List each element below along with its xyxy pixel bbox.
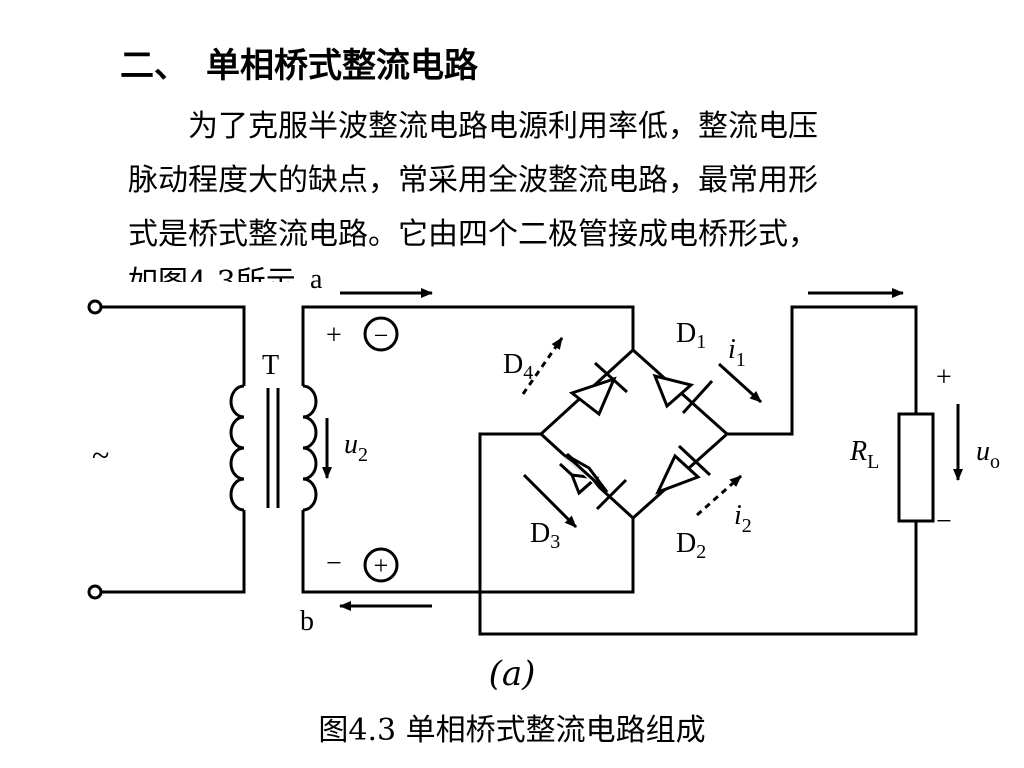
- diode-d4-label: D4: [503, 349, 533, 384]
- primary-lead-top: [101, 305, 246, 386]
- diagram-subcaption: (a): [488, 654, 536, 694]
- output-voltage-label: uo: [976, 436, 1000, 473]
- diode-d1-label: D1: [676, 318, 706, 353]
- transformer-label: T: [262, 350, 279, 381]
- diode-d3-label: D3: [530, 518, 560, 553]
- ac-source-symbol: ~: [92, 437, 109, 473]
- intro-paragraph: 为了克服半波整流电路电源利用率低，整流电压 脉动程度大的缺点，常采用全波整流电路…: [128, 100, 948, 262]
- current-arrow-i2: [696, 474, 742, 517]
- top-polarity-circled-sign: −: [374, 321, 389, 350]
- figure-caption: 图4.3 单相桥式整流电路组成: [318, 713, 706, 748]
- output-minus-sign: −: [936, 506, 952, 537]
- secondary-lead-b: [301, 510, 635, 594]
- output-positive-wire: [727, 305, 918, 436]
- primary-winding: [229, 384, 245, 512]
- current-arrow-d3: [522, 473, 578, 529]
- diode-d4: [568, 361, 629, 417]
- node-a-label: a: [310, 264, 323, 295]
- paragraph-line: 式是桥式整流电路。它由四个二极管接成电桥形式，: [128, 217, 818, 252]
- load-resistor: [897, 412, 935, 523]
- bottom-polarity-sign: −: [326, 548, 342, 579]
- current-i2-label: i2: [734, 500, 752, 537]
- secondary-lead-a: [301, 305, 635, 386]
- load-resistor-label: RL: [849, 436, 879, 473]
- u2-label: u2: [344, 429, 368, 466]
- bottom-polarity-circled-sign: +: [374, 551, 389, 580]
- section-title: 单相桥式整流电路: [206, 46, 478, 86]
- diode-d1: [652, 373, 714, 415]
- primary-lead-bottom: [101, 510, 246, 594]
- diode-d3: [558, 452, 628, 511]
- node-b-label: b: [300, 606, 314, 637]
- current-i1-label: i1: [728, 334, 746, 371]
- diode-d2: [655, 444, 712, 495]
- section-number: 二、: [120, 46, 188, 86]
- input-terminal-bottom: [87, 584, 103, 600]
- section-heading: 二、单相桥式整流电路: [120, 38, 478, 87]
- polarity-circle-top: [363, 316, 399, 352]
- polarity-circle-bottom: [363, 547, 399, 583]
- paragraph-line: 脉动程度大的缺点，常采用全波整流电路，最常用形: [128, 163, 818, 198]
- ground-return-wire: [478, 432, 918, 636]
- paragraph-line: 为了克服半波整流电路电源利用率低，整流电压: [188, 109, 818, 144]
- top-polarity-sign: +: [326, 320, 342, 351]
- diode-d2-label: D2: [676, 528, 706, 563]
- secondary-winding: [302, 384, 318, 512]
- input-terminal-top: [87, 299, 103, 315]
- current-arrow-d4: [521, 337, 564, 395]
- output-plus-sign: +: [936, 362, 952, 393]
- current-arrow-i1: [717, 362, 763, 404]
- paragraph-partial-line: 如图4.3所示。: [128, 256, 948, 282]
